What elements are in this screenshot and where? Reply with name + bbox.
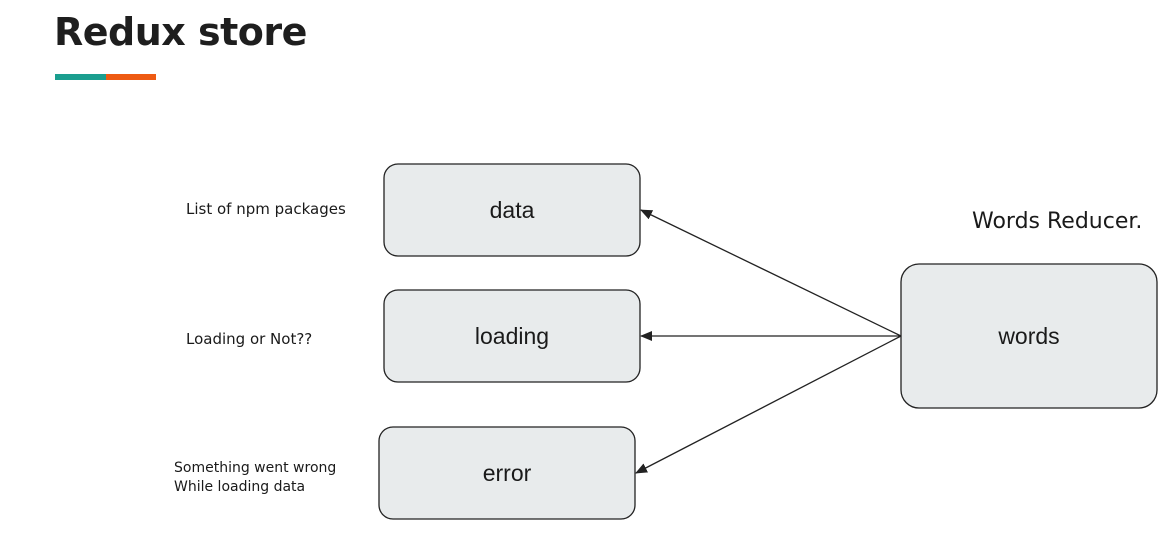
accent-segment-teal xyxy=(55,74,106,80)
title-accent-bar xyxy=(55,74,156,80)
reducer-title: Words Reducer. xyxy=(972,209,1143,234)
node-words-label: words xyxy=(998,322,1060,349)
page-title: Redux store xyxy=(54,10,307,54)
node-data-label: data xyxy=(489,196,535,223)
node-loading-label: loading xyxy=(474,322,550,349)
arrow-words-to-error xyxy=(635,335,902,474)
error-description-line-2: While loading data xyxy=(174,479,306,495)
error-description-line-1: Something went wrong xyxy=(174,460,337,476)
node-data xyxy=(383,163,641,257)
node-error-label: error xyxy=(482,459,532,486)
data-description: List of npm packages xyxy=(186,200,346,218)
loading-description: Loading or Not?? xyxy=(186,330,313,348)
arrow-words-to-data xyxy=(640,209,902,337)
node-error xyxy=(378,426,636,520)
accent-segment-orange xyxy=(105,74,156,80)
